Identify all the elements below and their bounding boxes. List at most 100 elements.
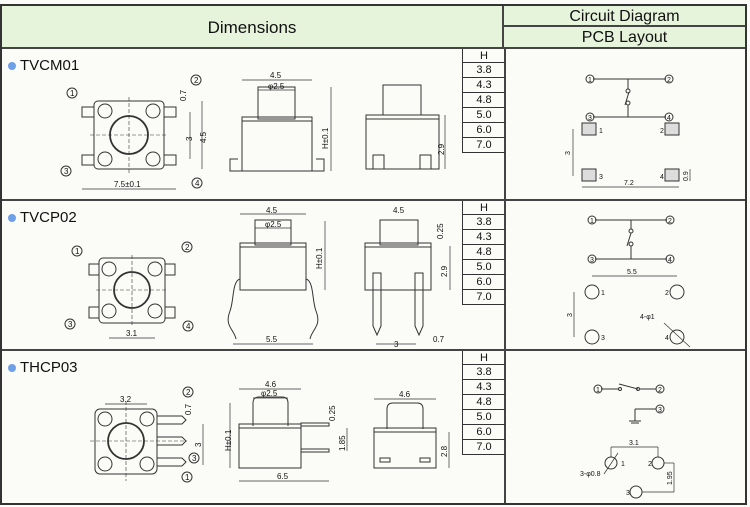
h-table-header: H — [463, 201, 505, 215]
hole-label: 2 — [648, 461, 652, 468]
pad-label: 1 — [599, 128, 603, 135]
h-value: 7.0 — [463, 138, 505, 153]
dim-pitch-y: 3 — [567, 313, 574, 317]
h-value: 4.8 — [463, 245, 505, 260]
h-value: 5.0 — [463, 108, 505, 123]
top-view-drawing — [90, 386, 204, 483]
pin-label: 1 — [596, 387, 600, 394]
h-value: 7.0 — [463, 290, 505, 305]
pcb-layout — [603, 446, 675, 499]
pin-label: 2 — [194, 76, 199, 85]
pin-label: 3 — [64, 167, 69, 176]
column-divider — [504, 49, 506, 199]
front-view-drawing — [227, 213, 326, 345]
side-view-drawing — [373, 398, 450, 469]
pin-label: 3 — [192, 454, 197, 463]
pcb-layout — [573, 275, 691, 348]
dim-pitch-y: 1.95 — [667, 471, 674, 485]
dim-pin-width: 0.7 — [184, 403, 193, 415]
dim-width: 4.5 — [393, 206, 405, 215]
dim-width: 4.5 — [266, 206, 278, 215]
dim-top: 0.25 — [328, 405, 337, 421]
dim-actuator: φ2.5 — [265, 220, 282, 229]
dim-height: H±0.1 — [224, 429, 233, 451]
dim-pitch-y: 3 — [565, 151, 572, 155]
h-value: 4.3 — [463, 230, 505, 245]
h-value: 3.8 — [463, 63, 505, 78]
dim-hole: 3-φ0.8 — [580, 471, 601, 478]
pcb-layout — [572, 122, 691, 188]
model-name: TVCP02 — [20, 209, 77, 226]
pin-label: 1 — [185, 473, 190, 482]
pin-label: 2 — [186, 388, 191, 397]
h-table: H 3.8 4.3 4.8 5.0 6.0 7.0 — [462, 49, 505, 153]
pin-label: 3 — [658, 407, 662, 414]
h-table: H 3.8 4.3 4.8 5.0 6.0 7.0 — [462, 351, 505, 455]
dim-height: H±0.1 — [321, 127, 330, 149]
side-view-drawing — [364, 219, 451, 345]
pin-label: 2 — [185, 243, 190, 252]
h-value: 6.0 — [463, 425, 505, 440]
dim-length: 6.5 — [277, 472, 289, 481]
pcb-layout-header: PCB Layout — [504, 27, 745, 49]
dim-width: 4.6 — [265, 380, 277, 389]
dim-actuator: φ2.5 — [268, 82, 285, 91]
model-title: TVCP02 — [8, 209, 77, 226]
h-table: H 3.8 4.3 4.8 5.0 6.0 7.0 — [462, 201, 505, 305]
dim-pin-pitch: 3 — [194, 442, 203, 447]
pad-label: 3 — [599, 174, 603, 181]
model-row-tvcm01: TVCM01 H 3.8 4.3 4.8 5.0 6.0 7.0 — [2, 49, 745, 201]
dim-pin-width: 0.7 — [433, 335, 445, 344]
pin-label: 4 — [667, 115, 671, 122]
thcp03-drawings: 3.2 2 3 1 0.7 3 4.6 φ2.5 — [90, 380, 675, 499]
hole-label: 2 — [665, 290, 669, 297]
pin-label: 1 — [590, 218, 594, 225]
dim-lead-span: 5.5 — [266, 335, 278, 344]
hole-label: 3 — [626, 490, 630, 497]
dim-height: H±0.1 — [315, 247, 324, 269]
dim-pad: 0.9 — [683, 171, 690, 181]
hole-label: 1 — [621, 461, 625, 468]
h-value: 5.0 — [463, 260, 505, 275]
dim-hole-pitch: 3.2 — [120, 395, 132, 404]
dim-pitch: 3 — [185, 136, 194, 141]
pin-label: 1 — [70, 89, 75, 98]
h-value: 4.8 — [463, 395, 505, 410]
pin-label: 2 — [658, 387, 662, 394]
circuit-diagram — [587, 215, 675, 264]
h-table-header: H — [463, 49, 505, 63]
h-value: 6.0 — [463, 275, 505, 290]
column-divider — [504, 201, 506, 349]
model-row-tvcp02: TVCP02 H 3.8 4.3 4.8 5.0 6.0 7.0 — [2, 201, 745, 351]
h-value: 4.3 — [463, 380, 505, 395]
bullet-icon — [8, 213, 16, 222]
hole-label: 3 — [601, 335, 605, 342]
h-value: 6.0 — [463, 123, 505, 138]
h-value: 4.3 — [463, 78, 505, 93]
h-value: 5.0 — [463, 410, 505, 425]
top-view-drawing — [60, 74, 203, 190]
bullet-icon — [8, 61, 16, 70]
front-view-drawing — [229, 79, 332, 172]
dim-width: 7.5±0.1 — [114, 180, 141, 189]
dimensions-header: Dimensions — [2, 6, 504, 49]
dim-pin-height: 1.85 — [338, 435, 347, 451]
hole-label: 4 — [665, 335, 669, 342]
front-view-drawing — [229, 388, 348, 482]
model-title: TVCM01 — [8, 57, 79, 74]
pin-label: 4 — [195, 179, 200, 188]
model-name: THCP03 — [20, 359, 78, 376]
top-view-drawing — [64, 241, 194, 339]
model-title: THCP03 — [8, 359, 78, 376]
dim-body-height: 2.9 — [437, 143, 446, 155]
dim-pin-width: 0.7 — [179, 89, 188, 101]
h-value: 3.8 — [463, 215, 505, 230]
dim-hole-pitch: 3.1 — [126, 329, 138, 338]
h-value: 3.8 — [463, 365, 505, 380]
dim-body-height: 2.9 — [440, 265, 449, 277]
pin-label: 1 — [75, 247, 80, 256]
dim-body: 4.5 — [199, 131, 208, 143]
dim-hole: 4-φ1 — [640, 314, 655, 321]
spec-sheet-table: Dimensions Circuit Diagram PCB Layout TV… — [0, 4, 747, 505]
h-value: 7.0 — [463, 440, 505, 455]
